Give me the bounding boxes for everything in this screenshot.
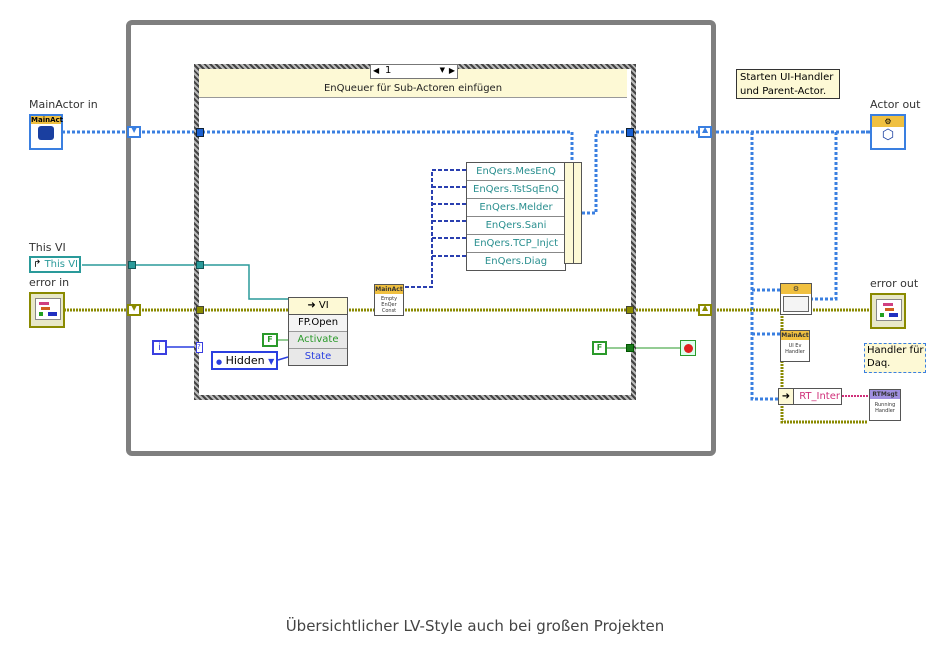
main-actor-in-icon-text: MainAct (31, 116, 63, 124)
activate-bool-value: F (267, 335, 273, 344)
bundle-field[interactable]: EnQers.Sani (467, 217, 565, 235)
shift-register-left-class: ▼ (127, 125, 141, 138)
this-vi-label: This VI (29, 241, 66, 254)
activate-boolean-constant[interactable]: F (262, 333, 278, 347)
rt-inter-reference[interactable]: ➜ RT_Inter (778, 388, 842, 405)
tunnel-error-case-out (626, 306, 634, 314)
bundle-field[interactable]: EnQers.TstSqEnQ (467, 181, 565, 199)
bundle-by-name[interactable]: EnQers.MesEnQ EnQers.TstSqEnQ EnQers.Mel… (466, 162, 566, 271)
bundle-field[interactable]: EnQers.MesEnQ (467, 163, 565, 181)
actor-cube-icon (38, 126, 54, 140)
comment-handler-daq[interactable]: Handler für Daq. (864, 343, 926, 373)
loop-iteration-terminal: ? (196, 342, 203, 353)
shift-register-left-error: ▼ (127, 303, 141, 316)
increment-arrow-icon[interactable]: ▶ (448, 66, 455, 75)
actor-cube-icon: ⬡ (881, 127, 895, 143)
arrow-right-icon: ➜ (779, 389, 794, 404)
property-node-header: ➜ VI (289, 298, 347, 315)
property-state[interactable]: State (304, 351, 332, 362)
main-actor-in-label: MainActor in (29, 98, 98, 111)
stop-boolean-constant[interactable]: F (592, 341, 607, 355)
tunnel-this-vi-case (196, 261, 204, 269)
property-node-class: VI (318, 300, 329, 311)
comment-handler-daq-text: Handler für Daq. (867, 345, 924, 369)
this-vi-value: This VI (44, 259, 78, 270)
tunnel-stop-bool (626, 344, 634, 352)
chevron-down-icon[interactable]: ▼ (268, 357, 275, 366)
property-activate[interactable]: Activate (289, 332, 347, 349)
gear-icon: ⚙ (781, 284, 811, 294)
bundle-field[interactable]: EnQers.Diag (484, 256, 548, 267)
error-in-terminal[interactable] (29, 292, 65, 328)
property-node[interactable]: ➜ VI FP.Open Activate State (288, 297, 348, 366)
invoke-arrow-icon: ➜ (307, 300, 316, 311)
error-out-terminal[interactable] (870, 293, 906, 329)
case-selector-value: 1 (385, 65, 392, 76)
case-structure-title: EnQueuer für Sub-Actoren einfügen (323, 83, 503, 94)
tunnel-class-case-in (196, 128, 204, 137)
subvi-body-label: UI Ev Handler (785, 343, 805, 355)
stop-sign-icon (684, 344, 693, 353)
loop-stop-terminal[interactable] (680, 340, 696, 356)
chevron-down-icon[interactable]: ▼ (439, 66, 445, 74)
state-enum-constant[interactable]: ● Hidden ▼ (211, 351, 278, 370)
shift-register-right-error: ▲ (698, 303, 712, 316)
subvi-top-label: MainAct (781, 331, 809, 340)
gear-icon: ⚙ (872, 116, 904, 127)
iteration-terminal[interactable]: i (152, 340, 167, 355)
state-enum-value: Hidden (225, 354, 265, 367)
ui-event-handler-subvi[interactable]: MainAct UI Ev Handler (780, 330, 810, 362)
iteration-value: i (158, 342, 161, 353)
error-in-label: error in (29, 276, 70, 289)
stop-bool-value: F (596, 343, 603, 352)
enum-dot-icon: ● (216, 358, 223, 366)
bundle-field[interactable]: EnQers.Melder (467, 199, 565, 217)
launch-actor-subvi[interactable]: ⚙ (780, 283, 812, 315)
error-cluster-icon (876, 299, 902, 321)
decrement-arrow-icon[interactable]: ◀ (373, 66, 380, 75)
tunnel-class-case-out (626, 128, 634, 137)
actor-out-terminal[interactable]: ⚙ ⬡ (870, 114, 906, 150)
error-out-label: error out (870, 277, 919, 290)
empty-enqueuer-subvi[interactable]: MainAct Empty EnQer Const (374, 284, 404, 316)
subvi-body-label: Running Handler (874, 402, 896, 414)
property-fp-open[interactable]: FP.Open (289, 315, 347, 332)
main-actor-in-terminal[interactable]: MainAct (29, 114, 63, 150)
launch-diagram-icon (783, 296, 809, 312)
subvi-top-label: MainAct (375, 285, 403, 294)
bundle-field[interactable]: EnQers.TCP_Injct (467, 235, 565, 253)
actor-out-label: Actor out (870, 98, 921, 111)
reference-arrow-icon: ↱ (33, 259, 42, 270)
rt-inter-label: RT_Inter (799, 391, 840, 402)
this-vi-reference[interactable]: ↱ This VI (29, 256, 81, 273)
while-loop-structure[interactable] (126, 20, 716, 456)
bundle-input-strip (564, 162, 582, 264)
comment-start-handler[interactable]: Starten UI-Handler und Parent-Actor. (736, 69, 840, 99)
running-handler-subvi[interactable]: RTMsgt Running Handler (869, 389, 901, 421)
image-caption: Übersichtlicher LV-Style auch bei großen… (285, 617, 665, 635)
tunnel-error-case-in (196, 306, 204, 314)
error-cluster-icon (35, 298, 61, 320)
subvi-top-label: RTMsgt (870, 390, 900, 399)
subvi-body-label: Empty EnQer Const (380, 296, 398, 314)
shift-register-right-class: ▲ (698, 125, 712, 138)
case-selector[interactable]: ◀ 1 ▼ ▶ (370, 64, 458, 79)
tunnel-this-vi-loop (128, 261, 136, 269)
